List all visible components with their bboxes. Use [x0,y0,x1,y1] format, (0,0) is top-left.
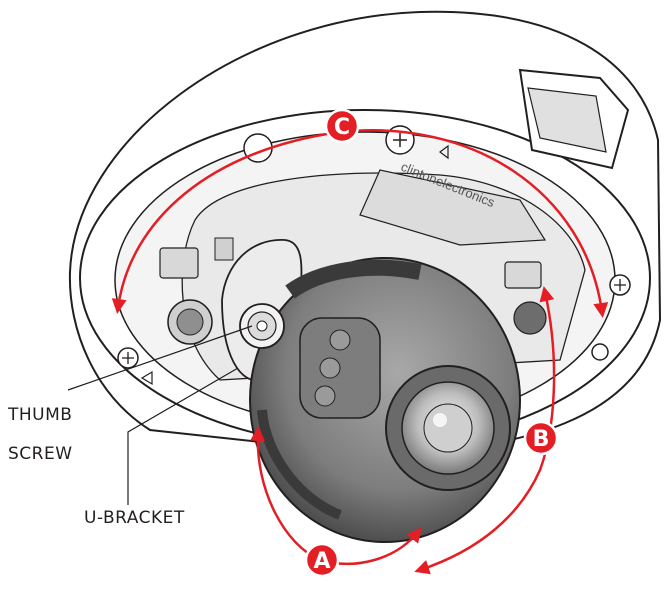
u-bracket-leader [127,367,239,505]
badge-b-text: B [533,427,550,452]
thumb-screw-label-line2: SCREW [8,444,73,464]
camera-lens [385,365,511,491]
arrow-b [414,286,556,575]
badge-b: B [523,420,559,456]
u-bracket-label: U-BRACKET [84,508,185,528]
conduit-port [518,68,630,170]
badge-c-text: C [334,115,350,140]
badge-c: C [324,108,360,144]
camera-button-panel [299,317,381,419]
thumb-screw-leader [67,325,253,391]
thumb-screw-label-line1: THUMB [7,405,72,425]
thumb-screw [239,303,285,349]
base-fittings [117,125,631,386]
badge-a-text: A [313,549,330,574]
badge-a: A [304,542,340,578]
